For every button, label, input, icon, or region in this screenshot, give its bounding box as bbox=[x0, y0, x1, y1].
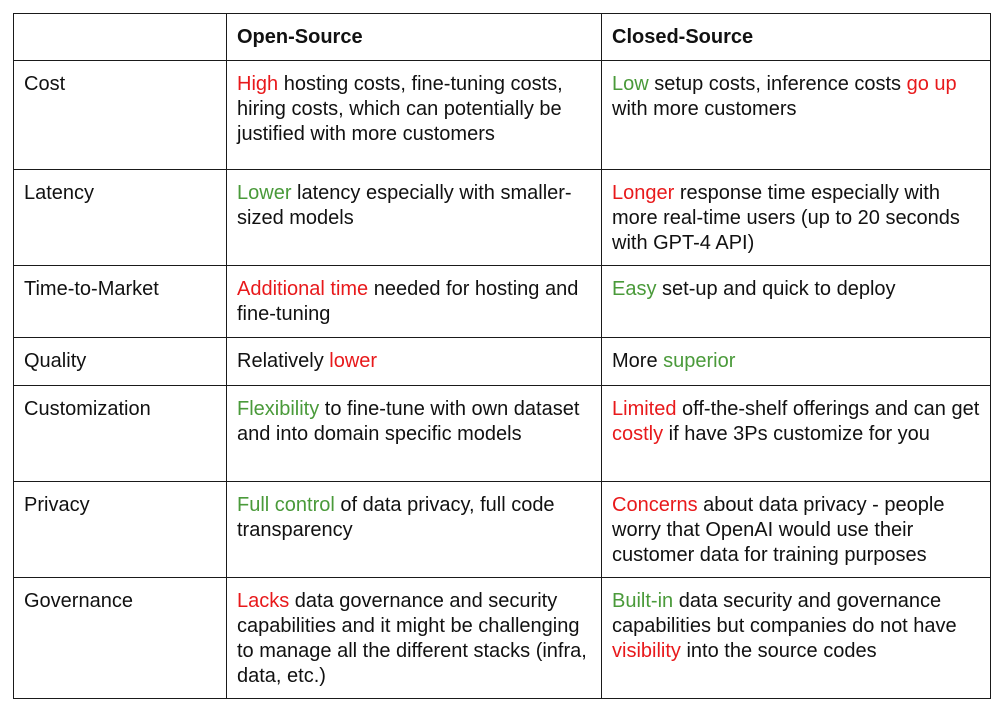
highlight-negative: lower bbox=[329, 350, 378, 372]
row-label-time-to-market: Time-to-Market bbox=[13, 265, 227, 338]
header-row: Open-Source Closed-Source bbox=[13, 13, 991, 61]
highlight-positive: superior bbox=[663, 350, 736, 372]
cell-text: of data privacy, full code transparency bbox=[237, 494, 555, 541]
cell-open-source: Full control of data privacy, full code … bbox=[226, 481, 602, 578]
row-label-quality: Quality bbox=[13, 337, 227, 386]
cell-text: response time especially with more real-… bbox=[612, 182, 960, 254]
header-cell-empty bbox=[13, 13, 227, 61]
row-label-cost: Cost bbox=[13, 60, 227, 170]
table-row: Cost High hosting costs, fine-tuning cos… bbox=[13, 60, 991, 170]
row-label-latency: Latency bbox=[13, 169, 227, 266]
row-label-privacy: Privacy bbox=[13, 481, 227, 578]
cell-text: needed for hosting and fine-tuning bbox=[237, 278, 579, 325]
highlight-negative: costly bbox=[612, 423, 664, 445]
highlight-negative: Lacks bbox=[237, 590, 290, 612]
cell-text: to fine-tune with own dataset and into d… bbox=[237, 398, 580, 445]
cell-closed-source: Built-in data security and governance ca… bbox=[601, 577, 991, 699]
highlight-positive: Flexibility bbox=[237, 398, 320, 420]
cell-open-source: Flexibility to fine-tune with own datase… bbox=[226, 385, 602, 482]
highlight-negative: High bbox=[237, 73, 279, 95]
cell-text: data governance and security capabilitie… bbox=[237, 590, 587, 687]
table-row: Quality Relatively lower More superior bbox=[13, 337, 991, 386]
highlight-positive: Lower bbox=[237, 182, 292, 204]
highlight-positive: Full control bbox=[237, 494, 335, 516]
highlight-negative: Limited bbox=[612, 398, 677, 420]
cell-open-source: High hosting costs, fine-tuning costs, h… bbox=[226, 60, 602, 170]
cell-text: about data privacy - people worry that O… bbox=[612, 494, 945, 566]
cell-text: into the source codes bbox=[680, 640, 877, 662]
cell-text: if have 3Ps customize for you bbox=[663, 423, 930, 445]
table-row: Governance Lacks data governance and sec… bbox=[13, 577, 991, 699]
cell-open-source: Relatively lower bbox=[226, 337, 602, 386]
cell-text: data security and governance capabilitie… bbox=[612, 590, 957, 637]
highlight-negative: go up bbox=[906, 73, 957, 95]
cell-text: set-up and quick to deploy bbox=[656, 278, 896, 300]
cell-text: setup costs, inference costs bbox=[648, 73, 907, 95]
cell-open-source: Additional time needed for hosting and f… bbox=[226, 265, 602, 338]
cell-text: off-the-shelf offerings and can get bbox=[676, 398, 980, 420]
highlight-negative: Longer bbox=[612, 182, 675, 204]
comparison-table: Open-Source Closed-Source Cost High host… bbox=[13, 13, 991, 699]
cell-open-source: Lower latency especially with smaller-si… bbox=[226, 169, 602, 266]
cell-closed-source: Easy set-up and quick to deploy bbox=[601, 265, 991, 338]
header-closed-source: Closed-Source bbox=[601, 13, 991, 61]
highlight-negative: visibility bbox=[612, 640, 681, 662]
table-row: Privacy Full control of data privacy, fu… bbox=[13, 481, 991, 578]
cell-text: hosting costs, fine-tuning costs, hiring… bbox=[237, 73, 563, 145]
cell-text: latency especially with smaller-sized mo… bbox=[237, 182, 572, 229]
highlight-negative: Additional time bbox=[237, 278, 369, 300]
highlight-positive: Built-in bbox=[612, 590, 674, 612]
highlight-positive: Easy bbox=[612, 278, 657, 300]
cell-closed-source: More superior bbox=[601, 337, 991, 386]
cell-text: with more customers bbox=[612, 98, 797, 120]
highlight-positive: Low bbox=[612, 73, 649, 95]
row-label-customization: Customization bbox=[13, 385, 227, 482]
table-row: Time-to-Market Additional time needed fo… bbox=[13, 265, 991, 338]
cell-text: More bbox=[612, 350, 664, 372]
highlight-negative: Concerns bbox=[612, 494, 698, 516]
cell-closed-source: Limited off-the-shelf offerings and can … bbox=[601, 385, 991, 482]
header-open-source: Open-Source bbox=[226, 13, 602, 61]
cell-closed-source: Longer response time especially with mor… bbox=[601, 169, 991, 266]
cell-text: Relatively bbox=[237, 350, 330, 372]
cell-closed-source: Concerns about data privacy - people wor… bbox=[601, 481, 991, 578]
table-row: Customization Flexibility to fine-tune w… bbox=[13, 385, 991, 482]
row-label-governance: Governance bbox=[13, 577, 227, 699]
cell-closed-source: Low setup costs, inference costs go up w… bbox=[601, 60, 991, 170]
table-row: Latency Lower latency especially with sm… bbox=[13, 169, 991, 266]
cell-open-source: Lacks data governance and security capab… bbox=[226, 577, 602, 699]
